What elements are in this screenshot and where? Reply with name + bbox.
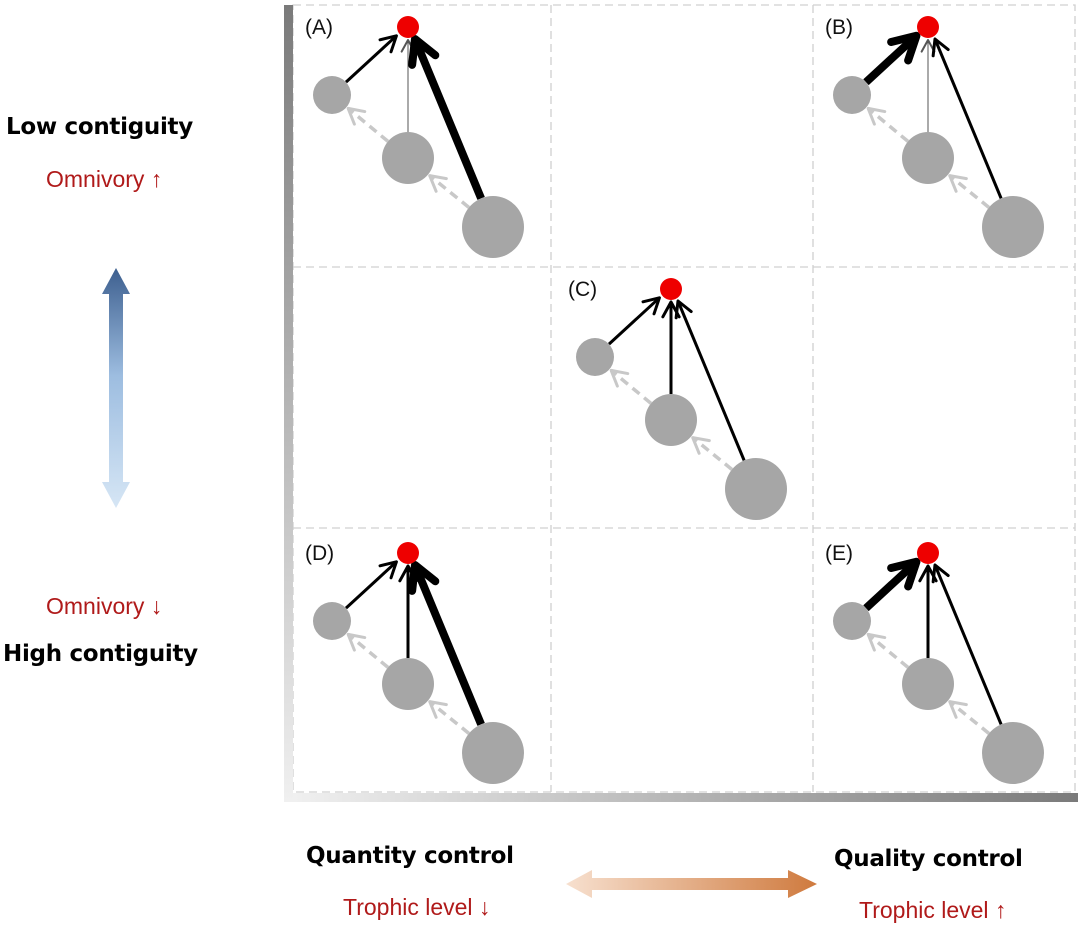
panel-label: (D) bbox=[305, 542, 334, 565]
low-contiguity-label: Low contiguity bbox=[6, 114, 193, 140]
top-predator-node bbox=[397, 542, 419, 564]
panel-label: (C) bbox=[568, 278, 597, 301]
prey-node-mid bbox=[902, 132, 954, 184]
prey-link bbox=[867, 107, 910, 143]
prey-node-large bbox=[462, 722, 524, 784]
prey-node-small bbox=[833, 602, 871, 640]
top-predator-node bbox=[397, 16, 419, 38]
panel-label: (A) bbox=[305, 16, 333, 39]
feeding-link-small bbox=[863, 558, 920, 612]
prey-node-large bbox=[462, 196, 524, 258]
feeding-link-large-head bbox=[674, 299, 693, 320]
omnivory-down-label: Omnivory ↓ bbox=[46, 593, 163, 619]
contiguity-arrow bbox=[102, 268, 130, 508]
feeding-link-small-head bbox=[887, 557, 921, 591]
feeding-link-large bbox=[411, 563, 485, 726]
panels: (A) (B) (C) (D) (E) bbox=[305, 16, 1044, 784]
prey-node-small bbox=[833, 76, 871, 114]
feeding-link-small bbox=[607, 296, 661, 346]
horizontal-axis-bar bbox=[293, 793, 1078, 802]
feeding-link-small bbox=[863, 32, 920, 86]
feeding-link-large bbox=[933, 564, 1003, 725]
blue-double-arrow-icon bbox=[102, 268, 130, 508]
quality-control-label: Quality control bbox=[834, 846, 1023, 872]
prey-node-large bbox=[982, 196, 1044, 258]
feeding-link-large bbox=[411, 37, 485, 200]
feeding-link-large-head bbox=[408, 35, 440, 69]
prey-link-head bbox=[428, 174, 448, 193]
prey-link-head bbox=[948, 700, 968, 719]
panel-d: (D) bbox=[305, 542, 524, 784]
trophic-level-down-label: Trophic level ↓ bbox=[343, 894, 491, 920]
panel-label: (B) bbox=[825, 16, 853, 39]
prey-link bbox=[347, 633, 390, 669]
prey-link-head bbox=[609, 368, 630, 388]
feeding-link-large-head bbox=[931, 563, 950, 584]
prey-link bbox=[428, 174, 471, 209]
prey-link bbox=[347, 107, 390, 143]
feeding-link-mid-head bbox=[920, 39, 936, 53]
prey-link bbox=[691, 436, 734, 471]
feeding-link-small bbox=[344, 560, 398, 610]
panel-c: (C) bbox=[568, 278, 787, 520]
prey-link bbox=[610, 369, 653, 405]
prey-link bbox=[428, 700, 471, 735]
feeding-link-large-head bbox=[931, 37, 950, 58]
prey-node-mid bbox=[645, 394, 697, 446]
prey-node-mid bbox=[902, 658, 954, 710]
feeding-link-large bbox=[933, 38, 1003, 199]
feeding-link-small bbox=[344, 34, 398, 84]
prey-node-small bbox=[576, 338, 614, 376]
prey-link-head bbox=[428, 700, 448, 719]
feeding-link-small-head bbox=[378, 560, 398, 580]
panel-a: (A) bbox=[305, 16, 524, 258]
feeding-link-small-head bbox=[641, 296, 661, 316]
panel-label: (E) bbox=[825, 542, 853, 565]
prey-link-head bbox=[866, 106, 887, 126]
vertical-axis-bar bbox=[284, 5, 293, 802]
top-predator-node bbox=[917, 16, 939, 38]
feeding-link-small-head bbox=[887, 31, 921, 65]
top-predator-node bbox=[660, 278, 682, 300]
high-contiguity-label: High contiguity bbox=[3, 641, 198, 667]
quantity-control-label: Quantity control bbox=[306, 843, 514, 869]
control-arrow bbox=[566, 870, 817, 898]
prey-node-mid bbox=[382, 132, 434, 184]
prey-node-mid bbox=[382, 658, 434, 710]
prey-link-head bbox=[346, 632, 367, 652]
prey-link-head bbox=[948, 174, 968, 193]
trophic-level-up-label: Trophic level ↑ bbox=[859, 897, 1007, 923]
prey-node-large bbox=[982, 722, 1044, 784]
feeding-link-small-head bbox=[378, 34, 398, 54]
feeding-link-large bbox=[676, 300, 746, 461]
prey-link-head bbox=[691, 436, 711, 455]
panel-b: (B) bbox=[825, 16, 1044, 258]
top-predator-node bbox=[917, 542, 939, 564]
prey-link bbox=[867, 633, 910, 669]
prey-link bbox=[948, 174, 991, 209]
omnivory-up-label: Omnivory ↑ bbox=[46, 166, 163, 192]
prey-link bbox=[948, 700, 991, 735]
prey-link-head bbox=[866, 632, 887, 652]
orange-double-arrow-icon bbox=[566, 870, 817, 898]
feeding-link-large-head bbox=[408, 561, 440, 595]
prey-node-small bbox=[313, 76, 351, 114]
prey-node-large bbox=[725, 458, 787, 520]
panel-e: (E) bbox=[825, 542, 1044, 784]
prey-link-head bbox=[346, 106, 367, 126]
prey-node-small bbox=[313, 602, 351, 640]
